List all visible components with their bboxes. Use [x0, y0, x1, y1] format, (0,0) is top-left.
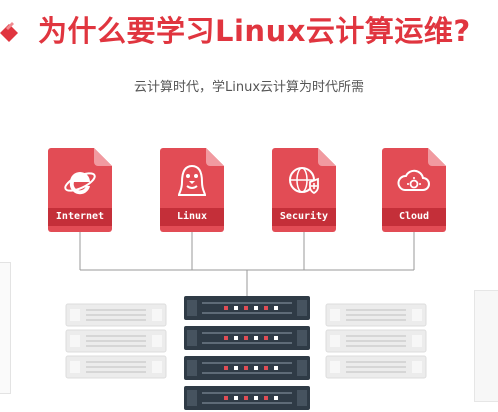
- diamond-logo-icon: [0, 22, 18, 42]
- cloud-gear-icon: [397, 169, 430, 191]
- page-title: 为什么要学习Linux云计算运维?: [38, 14, 471, 48]
- left-edge-panel: [0, 262, 11, 394]
- icon-label-security: Security: [279, 211, 329, 222]
- tux-penguin-icon: [177, 164, 207, 196]
- security-doc-icon: Security: [272, 148, 336, 232]
- internet-explorer-icon: [64, 172, 96, 195]
- right-edge-panel: [474, 290, 498, 402]
- icon-label-cloud: Cloud: [398, 211, 430, 222]
- icon-label-linux: Linux: [176, 211, 208, 222]
- icon-label-internet: Internet: [55, 211, 105, 222]
- header: 为什么要学习Linux云计算运维?: [0, 0, 498, 64]
- linux-doc-icon: Linux: [160, 148, 224, 232]
- cloud-doc-icon: Cloud: [382, 148, 446, 232]
- globe-shield-icon: [289, 167, 319, 195]
- internet-doc-icon: Internet: [48, 148, 112, 232]
- page-subtitle: 云计算时代，学Linux云计算为时代所需: [133, 80, 365, 95]
